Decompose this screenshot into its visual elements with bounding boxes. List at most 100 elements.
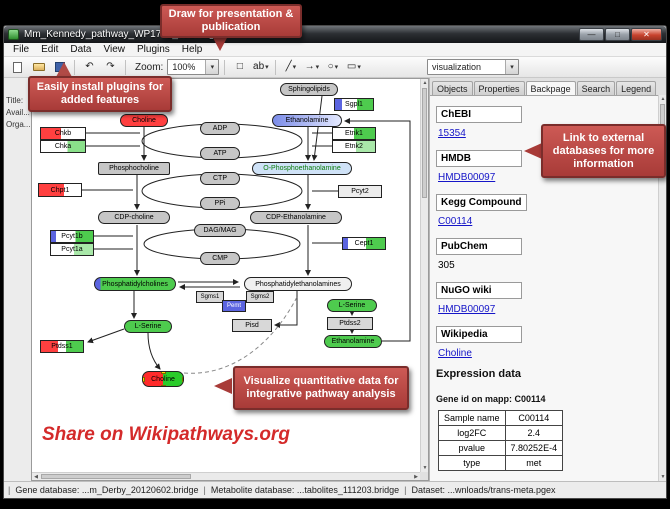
hmdb-link[interactable]: HMDB00097 [438, 172, 496, 183]
undo-icon: ↶ [85, 61, 94, 72]
pathway-node-chka[interactable]: Chka [40, 140, 86, 153]
pathway-node-cdp-choline[interactable]: CDP-choline [98, 211, 170, 224]
selection-handle[interactable] [161, 372, 166, 374]
pathway-node-pcyt2[interactable]: Pcyt2 [338, 185, 382, 198]
canvas-horizontal-scrollbar[interactable]: ◀ ▶ [32, 472, 420, 480]
scroll-left-icon[interactable]: ◀ [34, 474, 38, 480]
scroll-right-icon[interactable]: ▶ [414, 474, 418, 480]
pathway-node-sgpl1[interactable]: Sgpl1 [334, 98, 374, 111]
tab-backpage[interactable]: Backpage [525, 81, 576, 96]
scrollbar-thumb[interactable] [41, 474, 191, 479]
selection-handle[interactable] [161, 385, 166, 386]
backpage-section-chebi: ChEBI 15354 [436, 104, 654, 139]
kegg-link[interactable]: C00114 [438, 216, 473, 227]
expression-table: Sample name C00114 log2FC 2.4 pvalue 7.8… [438, 410, 564, 471]
titlebar[interactable]: Mm_Kennedy_pathway_WP1771_45176.gp... — … [4, 26, 666, 43]
nugo-link[interactable]: HMDB00097 [438, 304, 496, 315]
menu-plugins[interactable]: Plugins [136, 44, 170, 55]
pathway-node-etnk2[interactable]: Etnk2 [332, 140, 376, 153]
selection-handle[interactable] [143, 385, 145, 386]
close-button[interactable]: ✕ [631, 28, 662, 41]
menu-view[interactable]: View [103, 44, 125, 55]
pathway-node-phosphatidylethanolamines[interactable]: Phosphatidylethanolamines [244, 277, 352, 291]
pathway-node-ethanolamine[interactable]: Ethanolamine [324, 335, 382, 348]
pathway-node-chpt1[interactable]: Chpt1 [38, 183, 82, 197]
pathway-node-dag-mag[interactable]: DAG/MAG [194, 224, 246, 237]
wikipedia-link[interactable]: Choline [438, 348, 472, 359]
canvas-vertical-scrollbar[interactable]: ▲ ▼ [420, 79, 428, 472]
backpage-section-hmdb: HMDB HMDB00097 [436, 148, 654, 183]
chevron-down-icon[interactable]: ▾ [205, 60, 219, 74]
connector-tool-button[interactable]: →▾ [302, 59, 321, 76]
menu-data[interactable]: Data [70, 44, 92, 55]
tab-properties[interactable]: Properties [473, 81, 525, 95]
minimize-button[interactable]: — [579, 28, 604, 41]
label-tool-button[interactable]: ab▾ [251, 59, 270, 76]
pathway-node-ptdss2[interactable]: Ptdss2 [327, 317, 373, 330]
status-separator: | [203, 485, 206, 495]
pathway-node-chkb[interactable]: Chkb [40, 127, 86, 140]
pathway-node-cept1[interactable]: Cept1 [342, 237, 386, 250]
pathway-node-phosphocholine[interactable]: Phosphocholine [98, 162, 170, 175]
pathway-node-choline[interactable]: Choline [120, 114, 168, 127]
pathway-node-sphingolipids[interactable]: Sphingolipids [280, 83, 338, 96]
pathway-node-o-phosphoethanolamine[interactable]: O-Phosphoethanolamine [252, 162, 352, 175]
table-cell: 2.4 [504, 425, 564, 441]
zoom-combobox[interactable]: 100% ▾ [167, 59, 220, 75]
chebi-link[interactable]: 15354 [438, 128, 466, 139]
scroll-up-icon[interactable]: ▲ [660, 96, 666, 102]
pathway-node-ptdss1[interactable]: Ptdss1 [40, 340, 84, 353]
pathway-node-choline[interactable]: Choline [142, 371, 184, 387]
pathway-node-adp[interactable]: ADP [200, 122, 240, 135]
pathway-node-sgms1[interactable]: Sgms1 [196, 291, 224, 303]
new-file-button[interactable] [8, 59, 27, 76]
line-tool-button[interactable]: ╱▾ [281, 59, 300, 76]
pathway-node-pemt[interactable]: Pemt [222, 300, 246, 312]
pathway-node-l-serine[interactable]: L-Serine [327, 299, 377, 312]
scroll-down-icon[interactable]: ▼ [422, 465, 428, 471]
pathway-node-l-serine[interactable]: L-Serine [124, 320, 172, 333]
visualization-combobox[interactable]: visualization ▾ [427, 59, 519, 75]
pathway-node-etnk1[interactable]: Etnk1 [332, 127, 376, 140]
maximize-button[interactable]: □ [605, 28, 630, 41]
scroll-up-icon[interactable]: ▲ [422, 80, 428, 86]
selection-handle[interactable] [182, 377, 183, 382]
pathway-node-pisd[interactable]: Pisd [232, 319, 272, 332]
zoom-label: Zoom: [135, 61, 164, 73]
selection-handle[interactable] [143, 377, 145, 382]
backpage-section-kegg: Kegg Compound C00114 [436, 192, 654, 227]
shape-tool-button[interactable]: ○▾ [323, 59, 342, 76]
pathway-node-ethanolamine[interactable]: Ethanolamine [272, 114, 342, 127]
tab-legend[interactable]: Legend [616, 81, 657, 95]
kegg-header: Kegg Compound [436, 194, 527, 211]
chevron-down-icon[interactable]: ▾ [505, 60, 518, 74]
table-cell: 7.80252E-4 [504, 440, 564, 456]
pathway-node-sgms2[interactable]: Sgms2 [246, 291, 274, 303]
menu-edit[interactable]: Edit [41, 44, 59, 55]
callout-link-pointer-icon [524, 143, 542, 159]
pathway-node-cmp[interactable]: CMP [200, 252, 240, 265]
selection-handle[interactable] [182, 385, 183, 386]
pathway-node-ppi[interactable]: PPi [200, 197, 240, 210]
rect-tool-button[interactable]: ▭▾ [344, 59, 363, 76]
tab-search[interactable]: Search [576, 81, 616, 95]
pathway-node-ctp[interactable]: CTP [200, 172, 240, 185]
pathway-node-phosphatidylcholines[interactable]: Phosphatidylcholines [94, 277, 176, 291]
scrollbar-thumb[interactable] [422, 88, 427, 198]
scroll-down-icon[interactable]: ▼ [660, 474, 666, 480]
selection-handle[interactable] [182, 372, 183, 374]
selection-handle[interactable] [143, 372, 145, 374]
menu-help[interactable]: Help [181, 44, 203, 55]
redo-button[interactable]: ↷ [101, 59, 120, 76]
datanode-tool-button[interactable]: □ [230, 59, 249, 76]
pathway-node-cdp-ethanolamine[interactable]: CDP-Ethanolamine [250, 211, 342, 224]
undo-button[interactable]: ↶ [80, 59, 99, 76]
pathway-node-pcyt1b[interactable]: Pcyt1b [50, 230, 94, 243]
open-button[interactable] [29, 59, 48, 76]
menu-file[interactable]: File [13, 44, 30, 55]
tab-objects[interactable]: Objects [432, 81, 473, 95]
pathway-node-pcyt1a[interactable]: Pcyt1a [50, 243, 94, 256]
pathway-node-atp[interactable]: ATP [200, 147, 240, 160]
